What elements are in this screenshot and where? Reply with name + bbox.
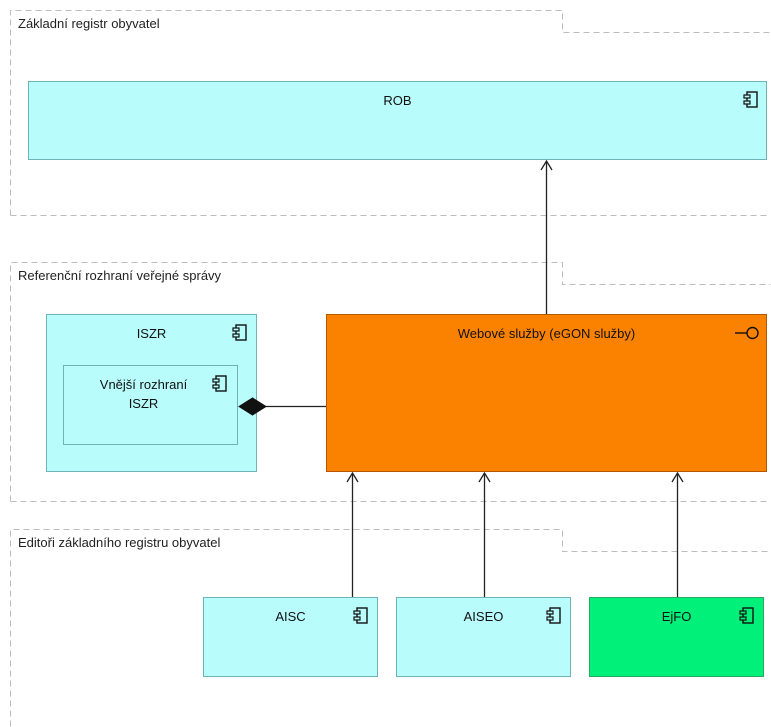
interface-label: Webové služby (eGON služby) xyxy=(457,326,636,341)
component-icon xyxy=(743,91,758,108)
component-label-line1: Vnější rozhraní xyxy=(99,377,188,392)
group-frame-outline xyxy=(10,262,771,502)
group-zakladni-registr: Základní registr obyvatel xyxy=(10,10,771,216)
group-editori: Editoři základního registru obyvatel xyxy=(10,529,771,727)
group-frame-outline xyxy=(10,529,771,727)
component-label: ROB xyxy=(383,93,412,108)
group-frame-outline xyxy=(10,10,771,216)
component-aisc[interactable]: AISC xyxy=(203,597,378,677)
component-vnejsi-rozhrani[interactable]: Vnější rozhraní ISZR xyxy=(63,365,238,445)
component-ejfo[interactable]: EjFO xyxy=(589,597,764,677)
component-icon xyxy=(232,324,247,341)
interface-webove-sluzby[interactable]: Webové služby (eGON služby) xyxy=(326,314,767,472)
component-icon xyxy=(739,607,754,624)
component-icon xyxy=(546,607,561,624)
component-label: ISZR xyxy=(136,326,167,341)
component-aiseo[interactable]: AISEO xyxy=(396,597,571,677)
component-label-line2: ISZR xyxy=(128,396,159,411)
group-title: Editoři základního registru obyvatel xyxy=(18,535,221,550)
component-icon xyxy=(212,375,227,392)
component-label: AISC xyxy=(275,609,306,624)
group-title: Základní registr obyvatel xyxy=(18,16,160,31)
component-rob[interactable]: ROB xyxy=(28,81,767,160)
component-label: EjFO xyxy=(661,609,692,624)
group-referencni-rozhrani: Referenční rozhraní veřejné správy xyxy=(10,262,771,502)
interface-icon xyxy=(735,326,759,340)
component-label: AISEO xyxy=(463,609,504,624)
component-icon xyxy=(353,607,368,624)
group-title: Referenční rozhraní veřejné správy xyxy=(18,268,222,283)
